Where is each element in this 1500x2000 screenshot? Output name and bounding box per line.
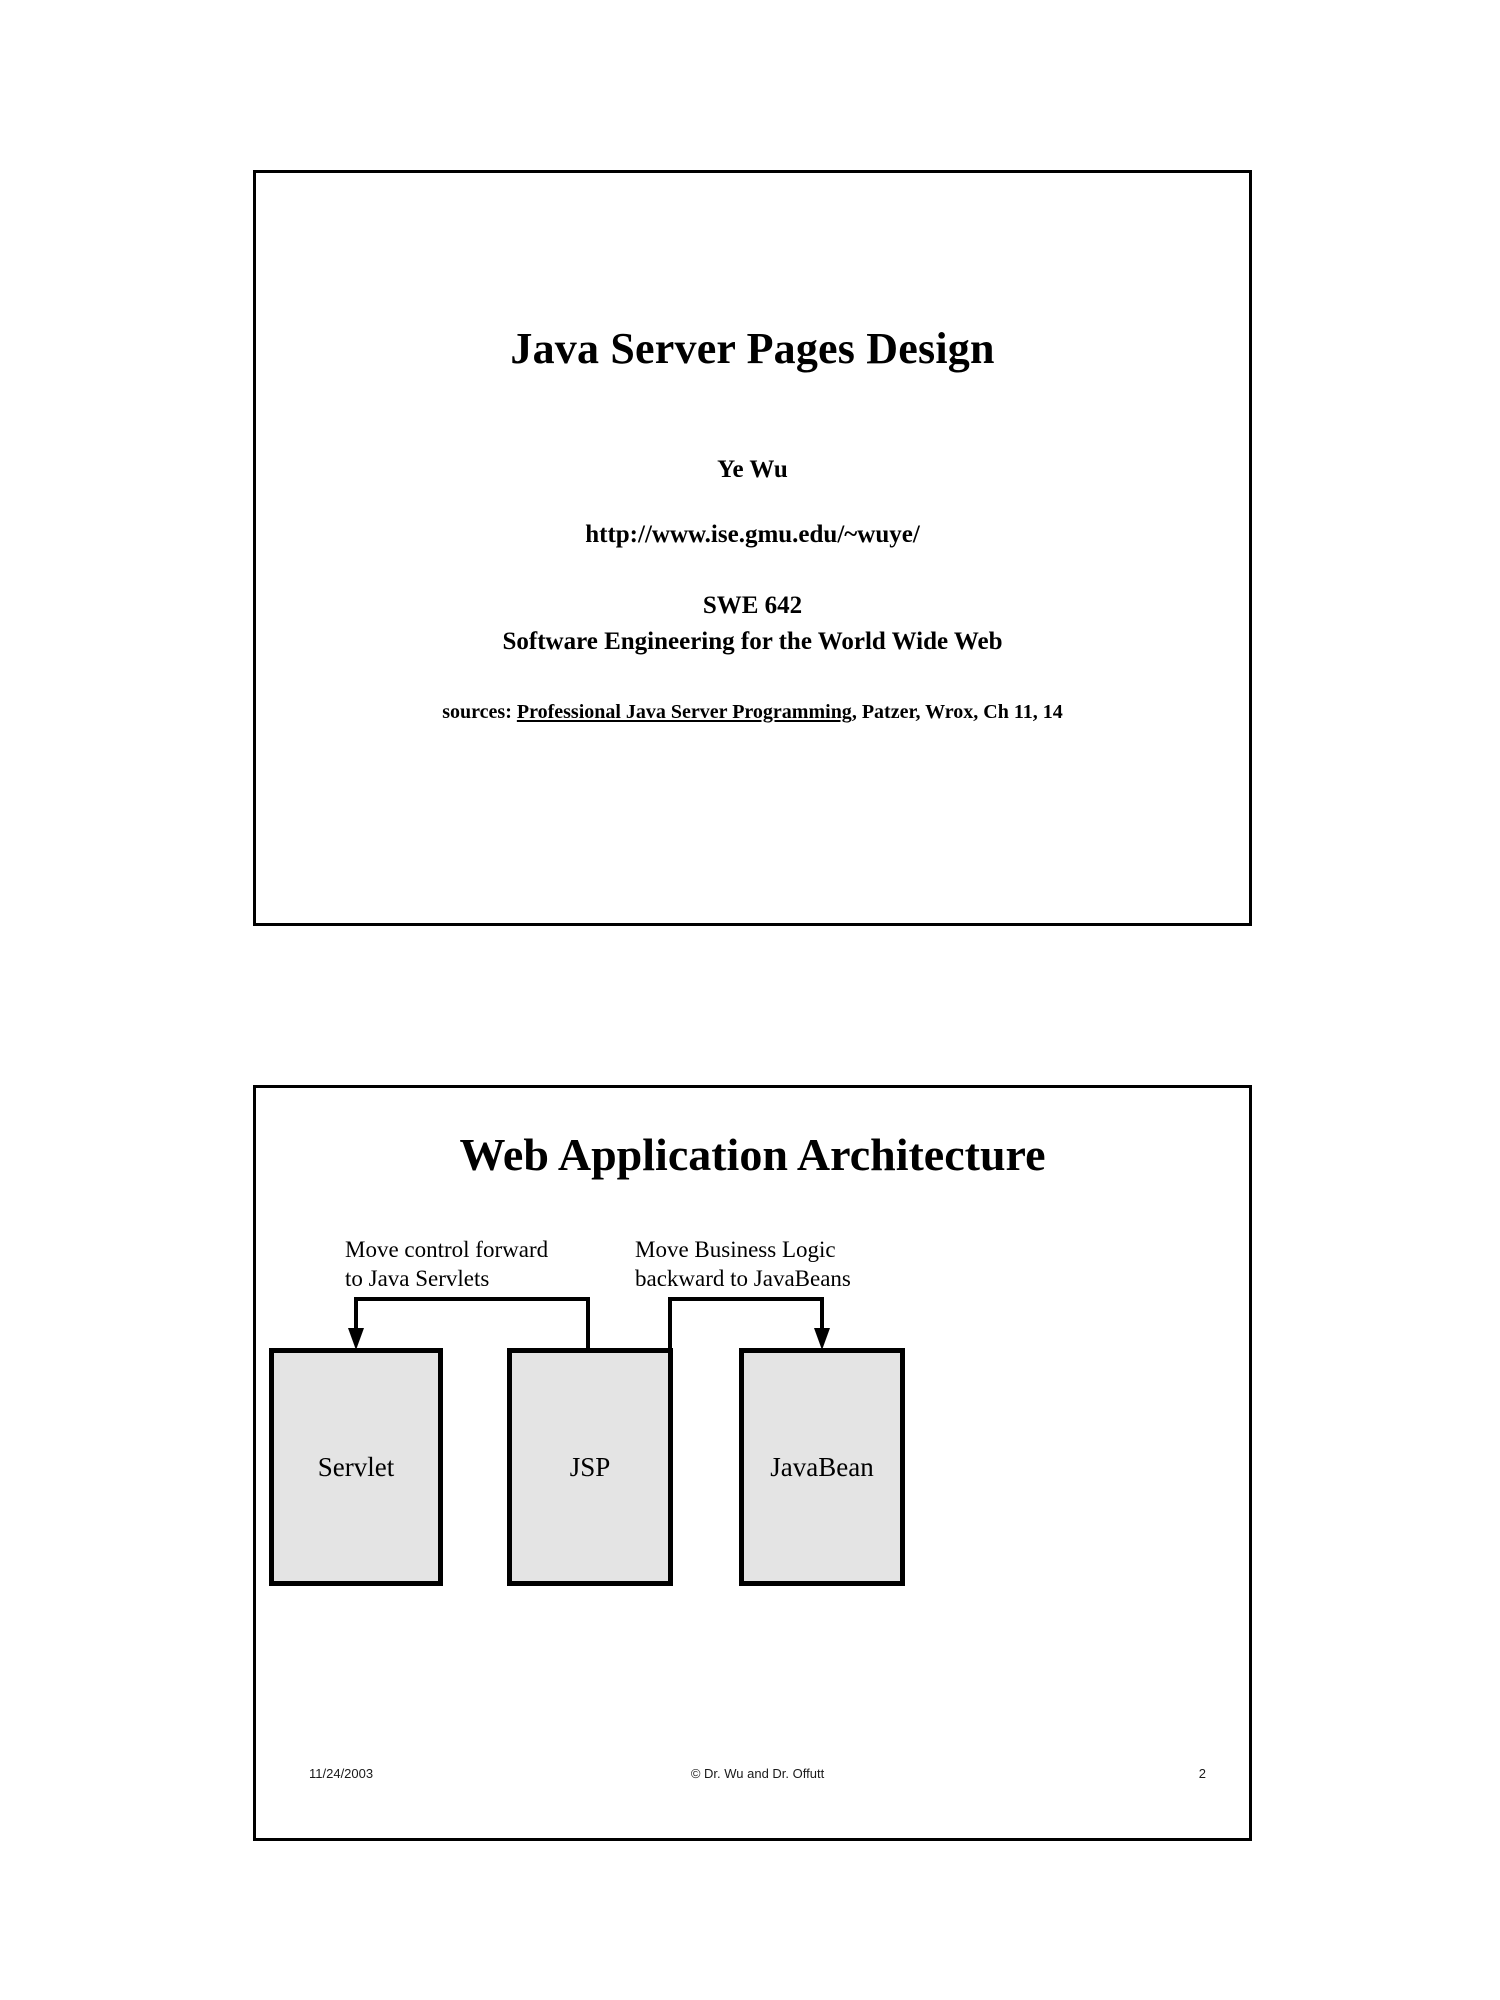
slide1-course-code: SWE 642: [702, 592, 803, 619]
sources-prefix: sources:: [442, 701, 517, 723]
footer-page-number: 2: [1198, 1766, 1206, 1781]
footer-copyright: © Dr. Wu and Dr. Offutt: [690, 1766, 825, 1781]
slide2-footer: 11/24/2003 © Dr. Wu and Dr. Offutt 2: [309, 1766, 1206, 1786]
sources-suffix: , Patzer, Wrox, Ch 11, 14: [851, 701, 1063, 723]
node-servlet[interactable]: Servlet: [269, 1348, 443, 1586]
slide2-title: Web Application Architecture: [459, 1129, 1046, 1180]
node-javabean[interactable]: JavaBean: [739, 1348, 905, 1586]
footer-date: 11/24/2003: [309, 1766, 374, 1781]
slide1-author: Ye Wu: [717, 456, 788, 483]
slide1-course-name: Software Engineering for the World Wide …: [502, 627, 1003, 655]
node-jsp-label: JSP: [569, 1451, 611, 1482]
annotation-move-business-logic-backward: Move Business Logic backward to JavaBean…: [635, 1237, 851, 1291]
annotation-move-control-forward: Move control forward to Java Servlets: [345, 1237, 549, 1291]
slide1-sources-line: sources: Professional Java Server Progra…: [256, 701, 1249, 724]
slide1-title: Java Server Pages Design: [510, 324, 995, 373]
node-servlet-label: Servlet: [317, 1451, 395, 1482]
architecture-diagram: Move control forward to Java Servlets Mo…: [256, 1088, 1249, 1838]
node-javabean-label: JavaBean: [770, 1451, 874, 1482]
slide-web-application-architecture: Web Application Architecture Move contro…: [253, 1085, 1252, 1841]
edge-jsp-to-servlet: [348, 1297, 590, 1350]
sources-book-title: Professional Java Server Programming: [516, 701, 852, 723]
slide-title-page: Java Server Pages Design Ye Wu http://ww…: [253, 170, 1252, 926]
slide1-course-block: SWE 642 Software Engineering for the Wor…: [256, 588, 1249, 659]
node-jsp[interactable]: JSP: [507, 1348, 673, 1586]
slide1-url: http://www.ise.gmu.edu/~wuye/: [585, 521, 920, 548]
edge-jsp-to-javabean: [668, 1297, 830, 1350]
